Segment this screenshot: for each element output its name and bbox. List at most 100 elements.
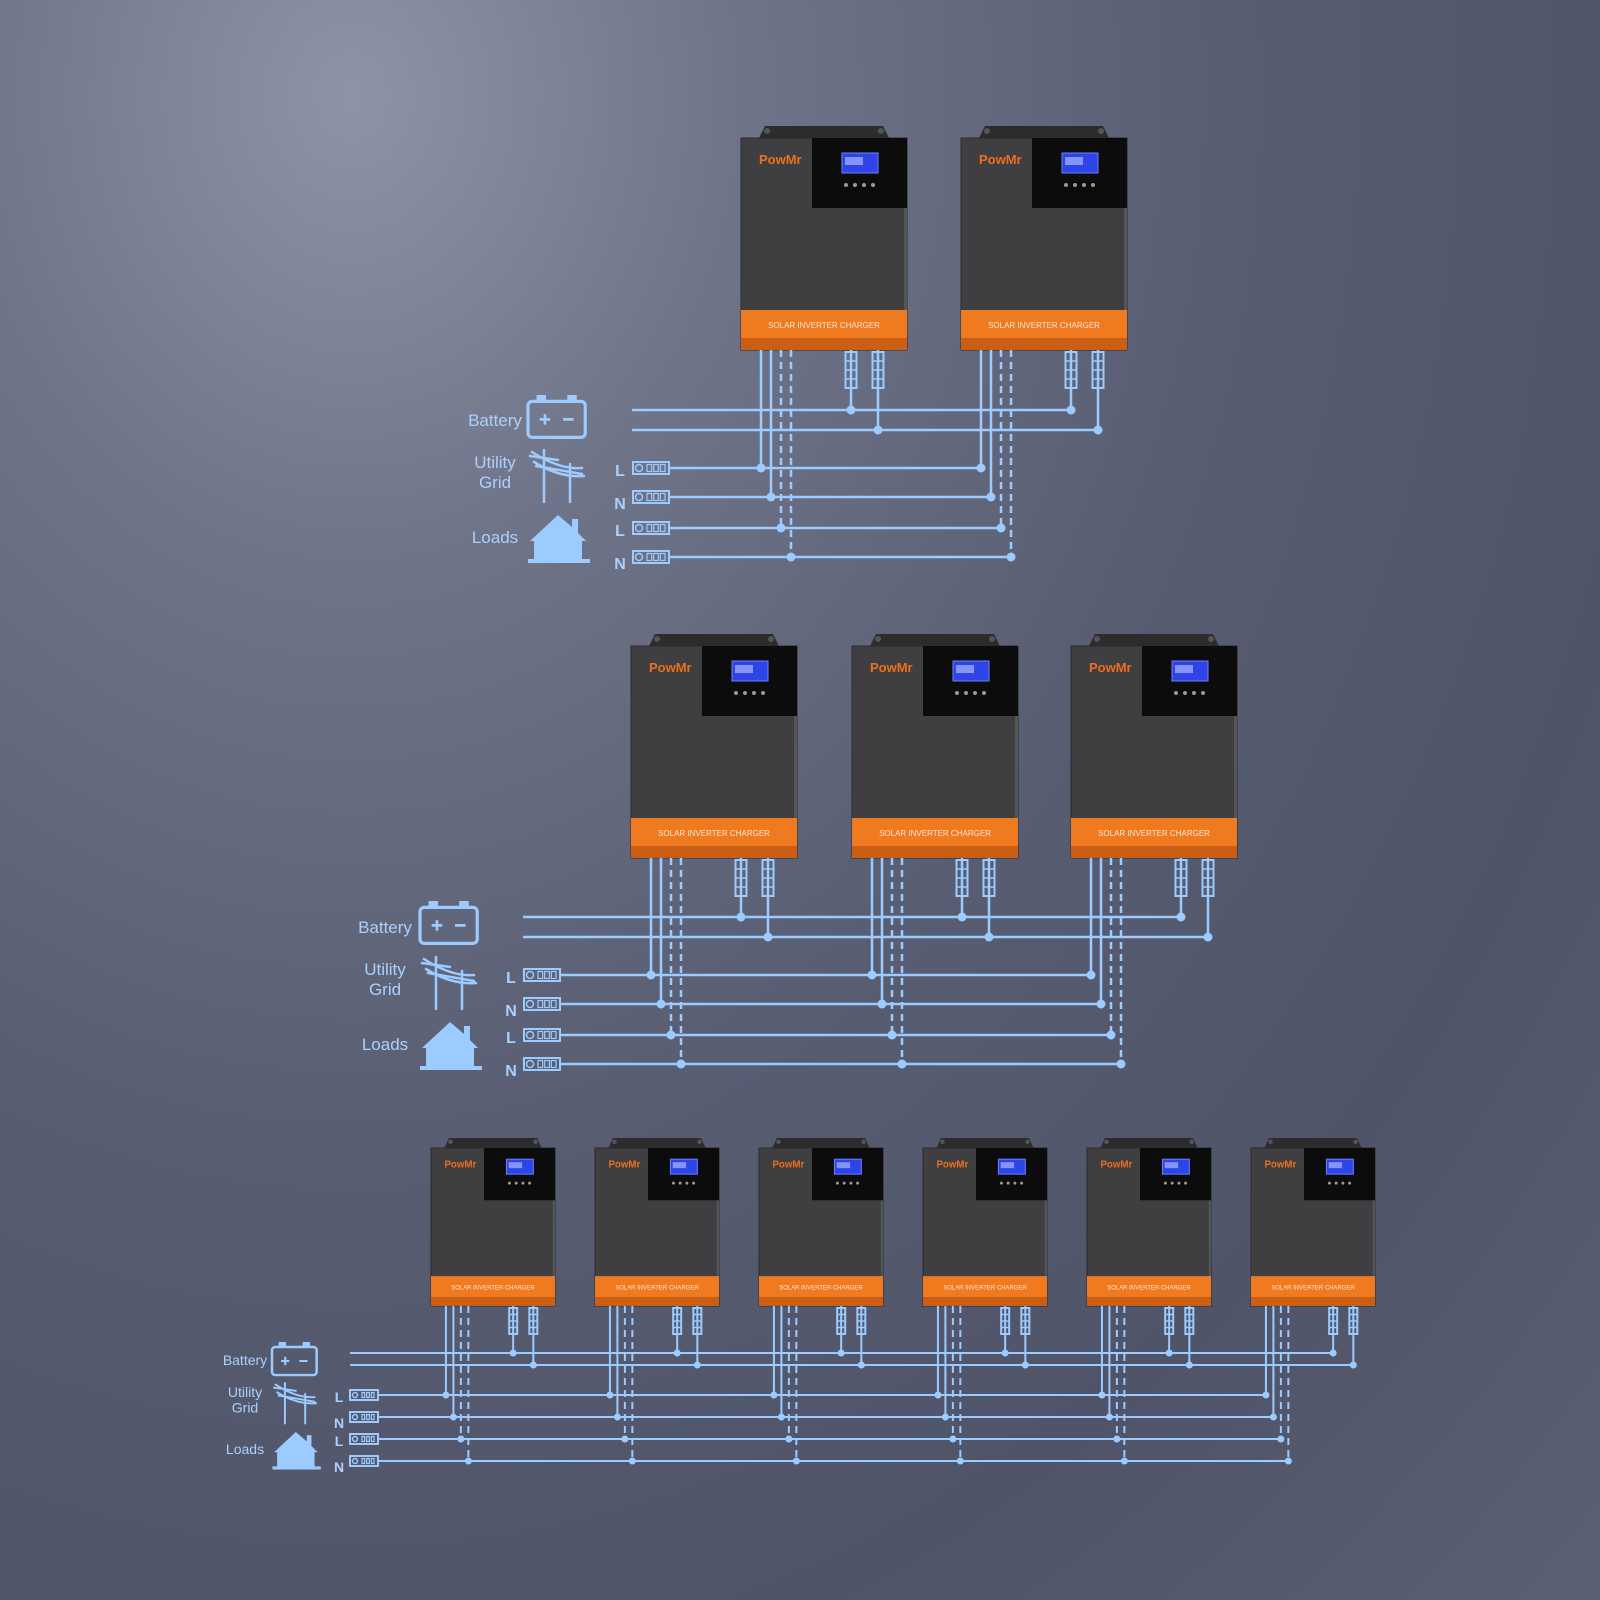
bracket-hole — [875, 636, 881, 642]
panel-button — [671, 1181, 675, 1185]
panel-button — [853, 183, 857, 187]
band-label: SOLAR INVERTER CHARGER — [1098, 829, 1210, 838]
brand-logo: PowMr — [759, 152, 802, 167]
line-label: L — [615, 523, 625, 540]
band-label: SOLAR INVERTER CHARGER — [658, 829, 770, 838]
panel-button — [1348, 1181, 1352, 1185]
terminal-block — [349, 1433, 379, 1445]
bracket-hole — [654, 636, 660, 642]
terminal-block — [523, 997, 561, 1011]
panel-button — [1006, 1181, 1010, 1185]
lcd-readout — [845, 157, 863, 165]
inverter-side-edge — [880, 1148, 883, 1306]
terminal-slot — [537, 999, 544, 1009]
inverter-side-edge — [1372, 1148, 1375, 1306]
terminal-slot — [659, 552, 666, 562]
terminal-slot — [366, 1413, 370, 1421]
panel-button — [1192, 691, 1196, 695]
terminal-slot — [653, 463, 659, 473]
band-label: SOLAR INVERTER CHARGER — [1107, 1286, 1191, 1292]
terminal-screw — [634, 492, 644, 502]
battery-terminal-pos — [536, 395, 547, 402]
inverter-side-edge — [1124, 138, 1127, 350]
lcd-readout — [1000, 1162, 1015, 1169]
terminal-screw — [634, 463, 644, 473]
panel-button — [1177, 1181, 1181, 1185]
bracket-hole — [1094, 636, 1100, 642]
terminal-block — [632, 550, 670, 564]
battery-terminal-pos — [428, 901, 439, 908]
utility-label: Utility — [364, 960, 406, 979]
brand-logo: PowMr — [1089, 660, 1132, 675]
battery-icon — [418, 905, 479, 945]
band-label: SOLAR INVERTER CHARGER — [988, 321, 1100, 330]
bracket-hole — [533, 1139, 538, 1144]
panel-button — [842, 1181, 846, 1185]
inverter-side-edge — [1015, 646, 1018, 858]
terminal-slot — [366, 1435, 370, 1443]
panel-button — [999, 1181, 1003, 1185]
terminal-screw — [525, 970, 535, 980]
terminal-block — [523, 968, 561, 982]
panel-button — [1327, 1181, 1331, 1185]
lcd-readout — [1175, 665, 1193, 673]
terminal-slot — [537, 970, 544, 980]
band-shadow — [741, 338, 907, 350]
panel-button — [507, 1181, 511, 1185]
panel-button — [692, 1181, 696, 1185]
neutral-label: N — [334, 1459, 344, 1475]
bracket-hole — [1268, 1139, 1273, 1144]
bracket-hole — [1098, 128, 1104, 134]
inverter-side-edge — [1044, 1148, 1047, 1306]
terminal-slot — [366, 1457, 370, 1465]
terminal-screw — [351, 1391, 359, 1399]
bracket-hole — [764, 128, 770, 134]
mounting-bracket — [979, 126, 1109, 138]
bracket-hole — [1353, 1139, 1358, 1144]
mounting-bracket — [936, 1138, 1034, 1148]
panel-button — [743, 691, 747, 695]
battery-icon — [270, 1345, 318, 1377]
battery-terminal-neg — [459, 901, 469, 908]
band-shadow — [961, 338, 1127, 350]
brand-logo: PowMr — [608, 1159, 640, 1170]
terminal-slot — [544, 970, 550, 980]
brand-logo: PowMr — [444, 1159, 476, 1170]
panel-button — [856, 1181, 860, 1185]
terminal-screw — [351, 1435, 359, 1443]
line-label: L — [506, 1030, 516, 1047]
band-shadow — [631, 846, 797, 858]
panel-button — [1183, 691, 1187, 695]
inverter-side-edge — [794, 646, 797, 858]
line-label: L — [335, 1389, 344, 1405]
terminal-screw — [525, 1059, 535, 1069]
mounting-bracket — [1100, 1138, 1198, 1148]
house-icon — [420, 1022, 482, 1070]
neutral-label: N — [505, 1003, 517, 1020]
band-shadow — [1087, 1297, 1211, 1306]
battery-terminal-neg — [302, 1342, 311, 1347]
power-pole-icon — [528, 448, 586, 504]
bracket-hole — [768, 636, 774, 642]
neutral-label: N — [614, 496, 626, 513]
bracket-hole — [612, 1139, 617, 1144]
panel-button — [685, 1181, 689, 1185]
band-shadow — [431, 1297, 555, 1306]
house-icon — [272, 1432, 321, 1470]
panel-button — [1163, 1181, 1167, 1185]
band-shadow — [852, 846, 1018, 858]
terminal-screw — [525, 999, 535, 1009]
terminal-slot — [370, 1435, 375, 1443]
panel-button — [982, 691, 986, 695]
terminal-screw — [634, 523, 644, 533]
bracket-hole — [776, 1139, 781, 1144]
panel-button — [849, 1181, 853, 1185]
panel-button — [514, 1181, 518, 1185]
